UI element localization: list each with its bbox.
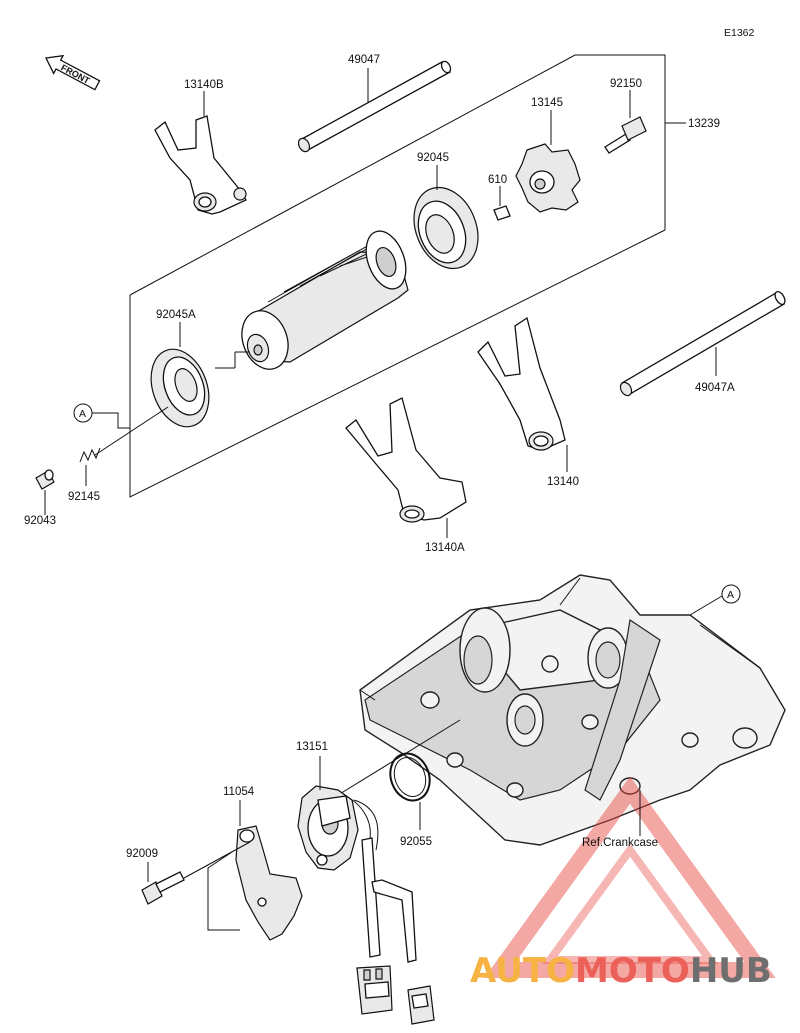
- callout-92055: 92055: [400, 836, 432, 848]
- front-arrow-icon: FRONT: [45, 54, 101, 91]
- shift-fork-13140: 13140: [477, 316, 579, 488]
- diagram-code: E1362: [724, 27, 755, 39]
- front-label: FRONT: [59, 62, 92, 86]
- callout-49047a: 49047A: [695, 382, 735, 394]
- callout-49047: 49047: [348, 54, 380, 66]
- o-ring-92055: 92055: [389, 752, 432, 848]
- svg-text:A: A: [79, 408, 86, 420]
- callout-13140b: 13140B: [184, 79, 224, 91]
- shift-rod-49047a: 49047A: [619, 290, 786, 397]
- callout-13140: 13140: [547, 476, 579, 488]
- watermark-logo: AUTOMOTOHUB: [470, 776, 776, 991]
- bolt-92009: 92009: [126, 841, 251, 905]
- callout-92150: 92150: [610, 78, 642, 90]
- callout-92009: 92009: [126, 848, 158, 860]
- spring-92145: 92145: [68, 447, 101, 503]
- ref-a-case: A: [689, 584, 741, 616]
- ref-a-top: A: [73, 403, 130, 429]
- sensor-wiring-harness: [345, 795, 435, 1025]
- callout-92045: 92045: [417, 152, 449, 164]
- watermark-auto: AUTOMOTOHUB: [470, 951, 772, 991]
- shift-drum: [215, 230, 409, 370]
- callout-92045a: 92045A: [156, 309, 196, 321]
- svg-text:A: A: [727, 589, 734, 601]
- callout-13145: 13145: [531, 97, 563, 109]
- callout-ref-crankcase: Ref.Crankcase: [582, 837, 658, 849]
- ref-crankcase: Ref.Crankcase: [582, 790, 658, 849]
- shift-rod-49047: 49047: [297, 54, 452, 153]
- callout-92145: 92145: [68, 491, 100, 503]
- detent-92043: 92043: [24, 469, 56, 527]
- callout-610: 610: [488, 174, 507, 186]
- callout-13140a: 13140A: [425, 542, 465, 554]
- shift-fork-13140a: 13140A: [345, 397, 467, 554]
- shift-fork-13140b: 13140B: [154, 79, 247, 215]
- bearing-92045a: 92045A: [150, 309, 210, 428]
- pin-610: 610: [488, 174, 511, 221]
- assembly-bracket-13239: [129, 54, 686, 498]
- callout-92043: 92043: [24, 515, 56, 527]
- cover-plate-11054: 11054: [207, 786, 303, 941]
- callout-11054: 11054: [223, 786, 255, 798]
- gear-position-sensor-13151: 13151: [296, 741, 359, 871]
- callout-13239: 13239: [688, 118, 720, 130]
- shift-drum-star-13145: 13145: [515, 97, 581, 213]
- callout-13151: 13151: [296, 741, 328, 753]
- crankcase-assembly: [359, 574, 786, 846]
- bearing-92045: 92045: [413, 152, 479, 270]
- bolt-92150: 92150: [604, 78, 647, 154]
